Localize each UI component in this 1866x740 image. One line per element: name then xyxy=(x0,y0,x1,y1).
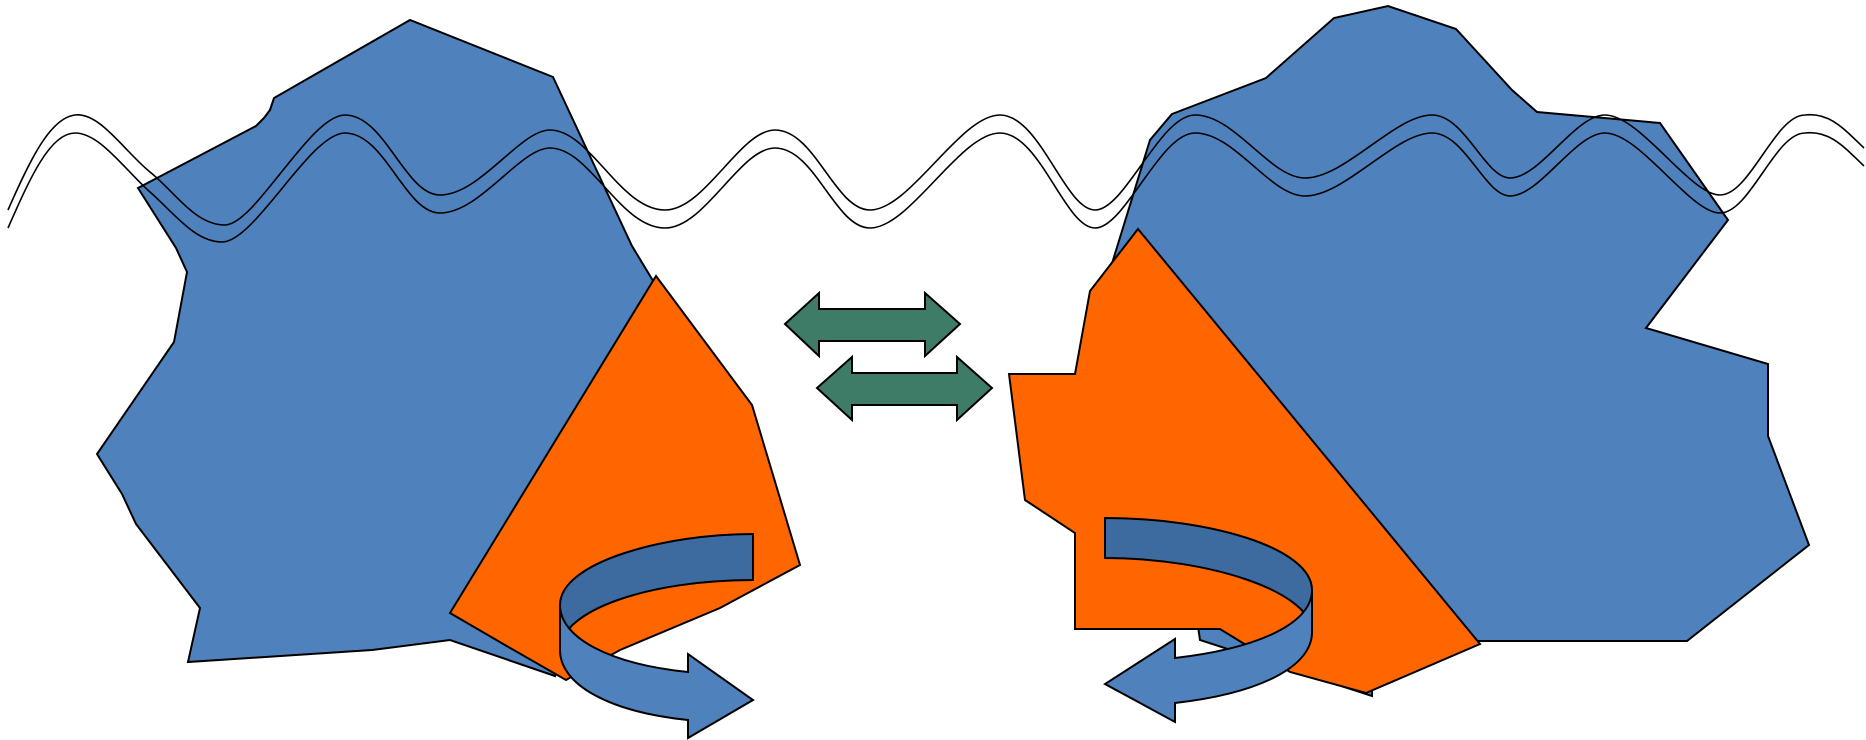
left-rotation-arrow-head xyxy=(559,604,755,740)
right-orange-polygon xyxy=(1007,227,1482,695)
double-headed-arrow-top xyxy=(783,290,962,359)
wavy-line-upper xyxy=(7,113,1865,226)
right-rotation-arrow xyxy=(1103,516,1313,724)
double-headed-arrow-bottom xyxy=(815,354,994,423)
right-rotation-arrow-head xyxy=(1103,589,1313,724)
wavy-line-lower xyxy=(7,131,1865,243)
left-rotation-arrow xyxy=(559,532,755,740)
